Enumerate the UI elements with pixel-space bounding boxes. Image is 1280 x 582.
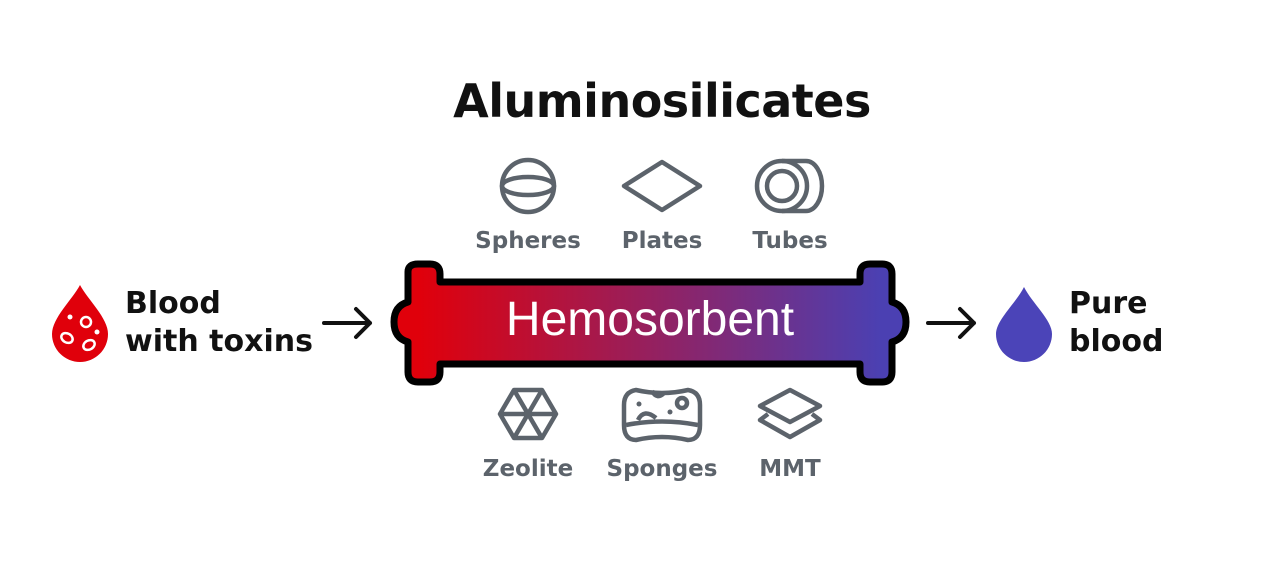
input-label-line2: with toxins — [125, 324, 313, 359]
hemosorbent-column — [390, 260, 910, 386]
hemosorbent-label: Hemosorbent — [505, 293, 795, 346]
blood-drop-icon — [996, 287, 1052, 362]
page-title: Aluminosilicates — [453, 74, 871, 128]
plate-icon — [621, 159, 703, 213]
zeolite-icon — [497, 387, 559, 441]
label-plates: Plates — [621, 228, 703, 254]
arrow-right-icon — [926, 307, 976, 339]
input-label: Blood with toxins — [125, 285, 313, 361]
input-label-line1: Blood — [125, 286, 221, 321]
label-tubes: Tubes — [752, 228, 828, 254]
label-spheres: Spheres — [475, 228, 581, 254]
output-label: Pure blood — [1069, 285, 1163, 361]
arrow-right-icon — [322, 307, 372, 339]
output-label-line1: Pure — [1069, 286, 1148, 321]
mmt-layers-icon — [757, 387, 823, 440]
sponge-icon — [621, 387, 703, 443]
sphere-icon — [499, 157, 557, 215]
tube-icon — [754, 158, 825, 214]
label-mmt: MMT — [759, 456, 821, 482]
output-label-line2: blood — [1069, 324, 1164, 359]
blood-drop-toxins-icon — [52, 285, 108, 362]
label-sponges: Sponges — [606, 456, 718, 482]
label-zeolite: Zeolite — [482, 456, 574, 482]
